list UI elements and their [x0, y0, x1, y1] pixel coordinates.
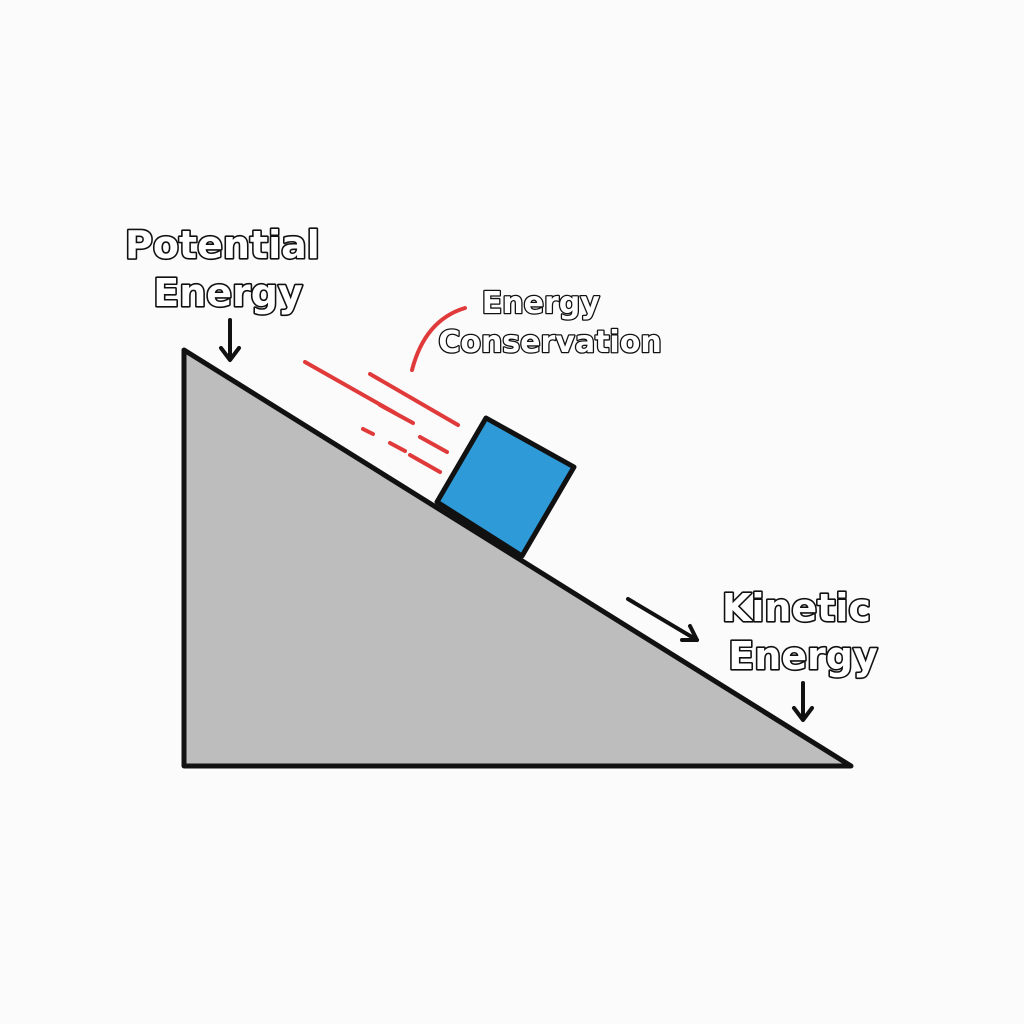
kinetic-energy-label-line1: Kinetic: [722, 586, 871, 630]
arrow-down-right-icon: [626, 597, 699, 642]
motion-line: [361, 427, 375, 436]
arrow-down-icon: [792, 681, 814, 722]
energy-conservation-label-line1: Energy: [482, 286, 600, 321]
kinetic-energy-label-line2: Energy: [728, 634, 878, 678]
motion-line: [408, 453, 442, 474]
potential-energy-label: Potential Energy: [125, 223, 333, 315]
motion-line: [418, 435, 449, 454]
kinetic-energy-label: Kinetic Energy: [722, 586, 884, 678]
conservation-pointer-curve: [410, 306, 467, 372]
energy-conservation-label: Energy Conservation: [438, 286, 661, 360]
motion-line: [378, 403, 415, 425]
potential-energy-label-line1: Potential: [125, 223, 320, 267]
arrow-down-icon: [219, 318, 241, 362]
energy-conservation-label-line2: Conservation: [438, 325, 661, 360]
motion-line: [368, 372, 460, 427]
potential-energy-label-line2: Energy: [153, 271, 303, 315]
motion-lines: [303, 360, 460, 474]
sliding-block: [434, 415, 577, 559]
inclined-plane: [181, 347, 854, 769]
motion-line: [388, 441, 407, 453]
